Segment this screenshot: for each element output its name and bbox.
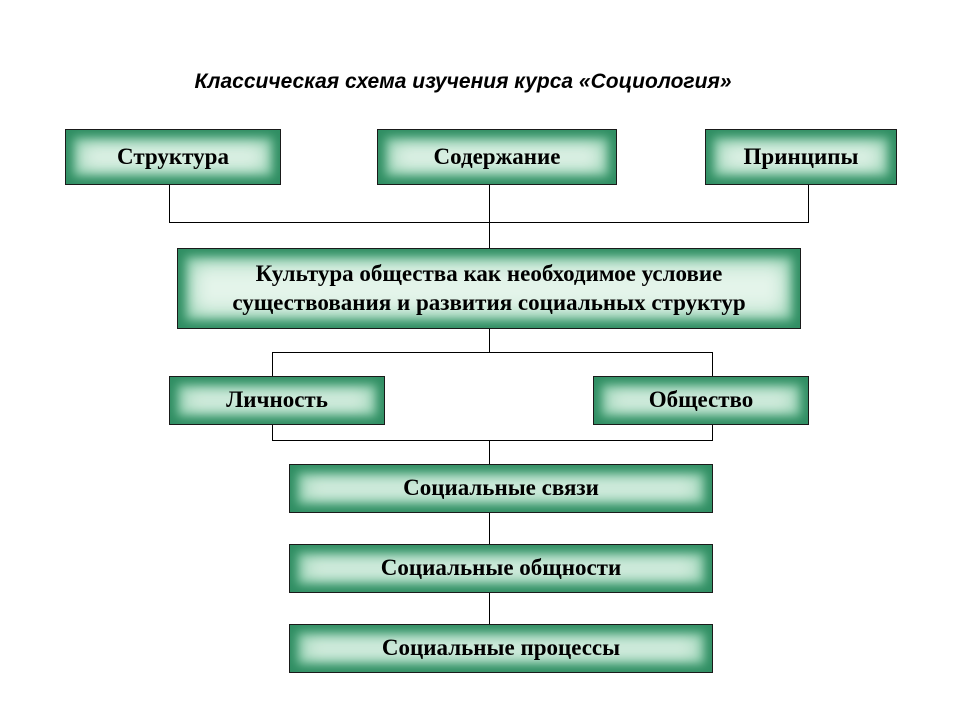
- connector: [489, 440, 490, 464]
- connector: [272, 440, 713, 441]
- connector: [489, 592, 490, 624]
- connector: [808, 184, 809, 222]
- connector: [489, 328, 490, 352]
- connector: [489, 512, 490, 544]
- culture-line-1: Культура общества как необходимое услови…: [255, 260, 723, 286]
- box-society: Общество: [593, 376, 809, 425]
- box-content: Содержание: [377, 129, 617, 185]
- connector: [272, 352, 273, 376]
- connector: [272, 424, 273, 440]
- box-social-communities: Социальные общности: [289, 544, 713, 593]
- connector: [169, 184, 170, 222]
- connector: [712, 424, 713, 440]
- connector: [489, 184, 490, 248]
- box-personality: Личность: [169, 376, 385, 425]
- diagram-title: Классическая схема изучения курса «Социо…: [194, 70, 732, 93]
- box-culture: Культура общества как необходимое услови…: [177, 248, 801, 329]
- box-social-processes: Социальные процессы: [289, 624, 713, 673]
- box-social-ties: Социальные связи: [289, 464, 713, 513]
- culture-line-2: существования и развития социальных стру…: [232, 289, 746, 315]
- connector: [272, 352, 713, 353]
- box-principles: Принципы: [705, 129, 897, 185]
- connector: [712, 352, 713, 376]
- box-structure: Структура: [65, 129, 281, 185]
